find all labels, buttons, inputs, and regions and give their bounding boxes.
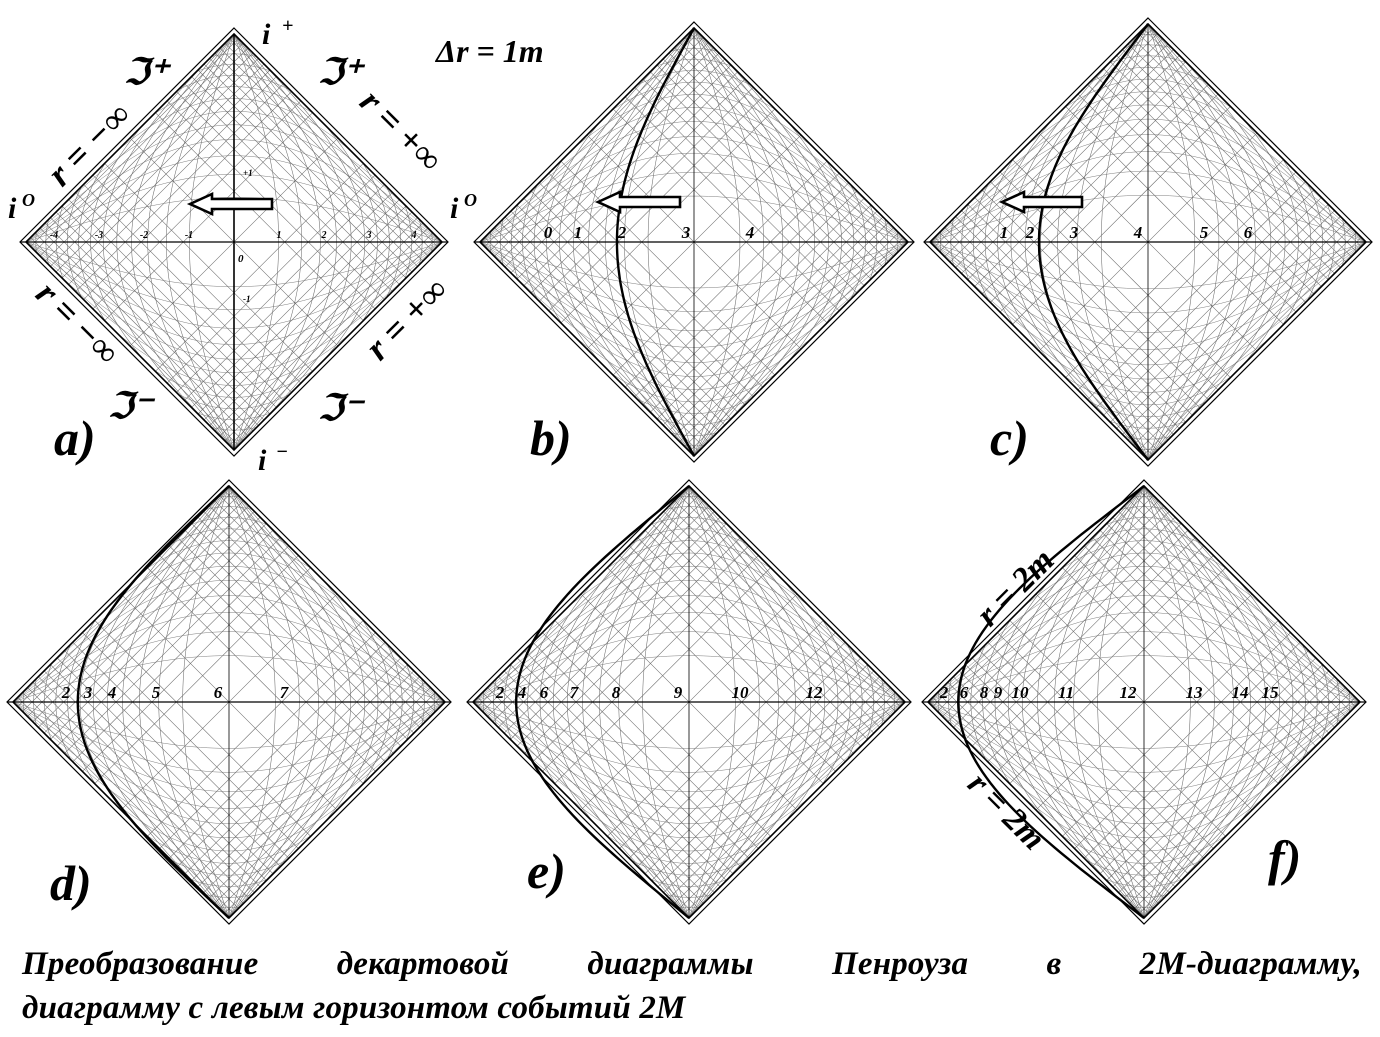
tick-label: 6 — [540, 683, 549, 702]
tick-label: 0 — [544, 223, 553, 242]
r-plus-infinity-upper: r = +∞ — [352, 81, 450, 179]
tick-label: 3 — [681, 223, 691, 242]
tick-label: 4 — [1133, 223, 1143, 242]
tick-label: 13 — [1186, 683, 1204, 702]
scri-minus-right: ℑ⁻ — [318, 388, 366, 428]
figure-caption: Преобразование декартовой диаграммы Пенр… — [22, 942, 1362, 1030]
tick-label: 8 — [980, 683, 989, 702]
tick-label: 10 — [1012, 683, 1030, 702]
horizon-world-line — [1037, 23, 1149, 461]
tick-label: 7 — [570, 683, 580, 702]
penrose-diagram-panel-a: -4 -3 -2 -1 1 2 3 4 a) — [19, 27, 449, 466]
tick-label: 12 — [1120, 683, 1138, 702]
tick-label: 12 — [806, 683, 824, 702]
tick-label: 2 — [495, 683, 505, 702]
time-tick-plus: +1 — [243, 168, 253, 178]
tick-label: 4 — [745, 223, 755, 242]
tick-label: 1 — [1000, 223, 1009, 242]
tick-label: 2 — [617, 223, 627, 242]
tick-label: 6 — [1244, 223, 1253, 242]
r-2m-upper: r = 2m — [969, 542, 1061, 634]
tick-label: 1 — [574, 223, 583, 242]
tick-label: 14 — [1232, 683, 1249, 702]
tick-label: 6 — [214, 683, 223, 702]
panel-label-e: e) — [527, 843, 566, 899]
tick-label: 4 — [107, 683, 117, 702]
tick-label: -4 — [50, 230, 58, 241]
origin-label: 0 — [238, 253, 244, 265]
left-arrow-icon — [186, 191, 274, 217]
left-arrow-icon — [998, 189, 1084, 215]
tick-label: 2 — [1025, 223, 1035, 242]
tick-label: 4 — [517, 683, 527, 702]
i-minus-sup: − — [276, 441, 288, 463]
tick-label: 2 — [939, 683, 949, 702]
left-arrow-icon — [594, 189, 682, 215]
tick-label: 3 — [366, 230, 372, 241]
caption-line-1: Преобразование декартовой диаграммы Пенр… — [22, 946, 1362, 982]
panel-label-a: a) — [54, 410, 96, 466]
tick-label: -2 — [140, 230, 148, 241]
i0-left-sup: O — [22, 190, 35, 210]
tick-label: 3 — [83, 683, 93, 702]
tick-label: 8 — [612, 683, 621, 702]
tick-label: 11 — [1058, 683, 1074, 702]
scri-minus-left: ℑ⁻ — [108, 386, 156, 426]
tick-label: 6 — [960, 683, 969, 702]
tick-label: 2 — [61, 683, 71, 702]
i0-right-sup: O — [464, 190, 477, 210]
caption-line-2: диаграмму с левым горизонтом событий 2M — [22, 990, 686, 1026]
scri-plus-left: ℑ⁺ — [124, 52, 172, 92]
tick-label: 5 — [1200, 223, 1209, 242]
tick-label: -3 — [95, 230, 103, 241]
tick-label: 7 — [280, 683, 290, 702]
panel-label-b: b) — [530, 410, 572, 466]
tick-label: -1 — [185, 230, 193, 241]
i0-left-label: i — [8, 192, 17, 225]
tick-label: 9 — [674, 683, 683, 702]
horizon-world-line — [956, 485, 1145, 919]
penrose-diagram-panel-b: 0 1 2 3 4 b) — [473, 21, 915, 466]
i0-right-label: i — [450, 192, 459, 225]
i-plus-label: i — [262, 18, 271, 51]
scri-plus-right: ℑ⁺ — [318, 52, 366, 92]
time-tick-minus: -1 — [243, 294, 251, 304]
horizon-world-line — [76, 485, 230, 919]
tick-label: 10 — [732, 683, 750, 702]
horizon-world-line — [615, 27, 696, 457]
i-plus-sup: + — [282, 15, 293, 37]
i-minus-label: i — [258, 444, 267, 477]
panel-label-f: f) — [1268, 830, 1301, 886]
panel-label-c: c) — [990, 410, 1029, 466]
tick-label: 3 — [1069, 223, 1079, 242]
r-minus-infinity-lower: r = −∞ — [28, 273, 127, 372]
horizon-world-line — [514, 485, 690, 919]
tick-label: 1 — [277, 230, 282, 241]
tick-label: 9 — [994, 683, 1003, 702]
delta-r-label: Δr = 1m — [434, 33, 544, 69]
tick-label: 2 — [321, 230, 327, 241]
tick-label: 4 — [411, 230, 417, 241]
tick-label: 15 — [1262, 683, 1280, 702]
tick-label: 5 — [152, 683, 161, 702]
panel-label-d: d) — [50, 855, 92, 911]
